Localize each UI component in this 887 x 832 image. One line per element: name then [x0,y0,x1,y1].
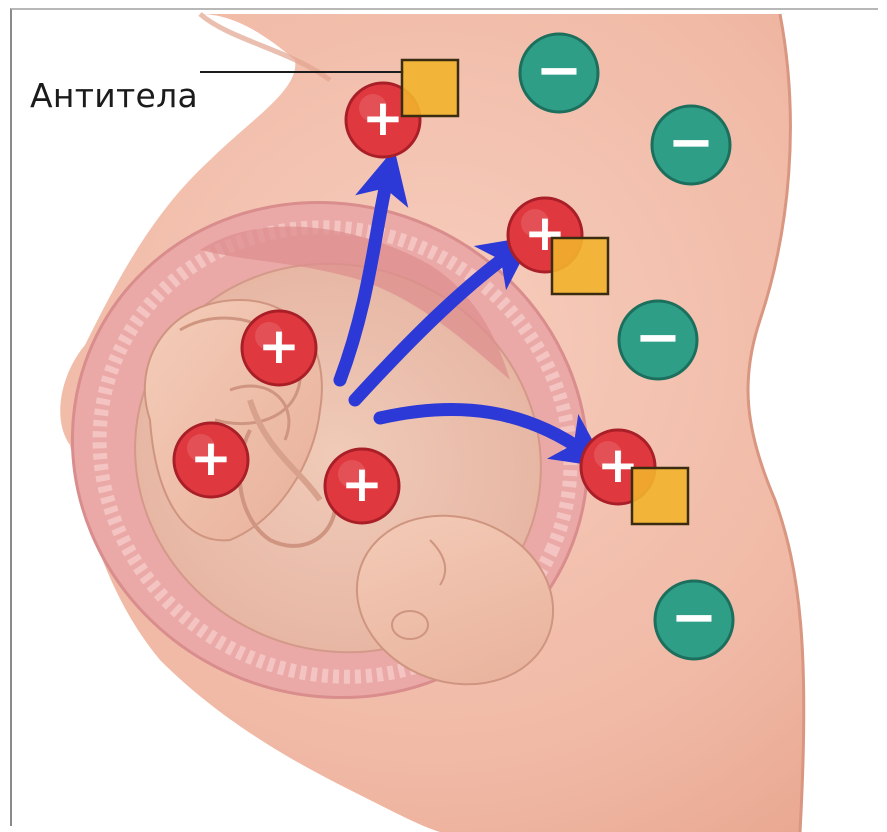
positive-symbol: + [190,429,232,487]
positive-symbol: + [362,89,404,147]
minus-circle-icon: − [520,34,598,112]
square-icon [402,60,458,116]
square-icon [552,238,608,294]
antibodies-label: Антитела [30,76,198,115]
positive-symbol: + [341,455,383,513]
minus-circle-icon: − [652,106,730,184]
plus-circle-icon: + [325,449,399,523]
square-icon [632,468,688,524]
negative-symbol: − [635,305,682,370]
negative-symbol: − [671,585,718,650]
positive-symbol: + [258,317,300,375]
minus-circle-icon: − [655,581,733,659]
negative-symbol: − [536,38,583,103]
negative-symbol: − [668,110,715,175]
minus-circle-icon: − [619,301,697,379]
plus-circle-icon: + [242,311,316,385]
plus-circle-icon: + [174,423,248,497]
